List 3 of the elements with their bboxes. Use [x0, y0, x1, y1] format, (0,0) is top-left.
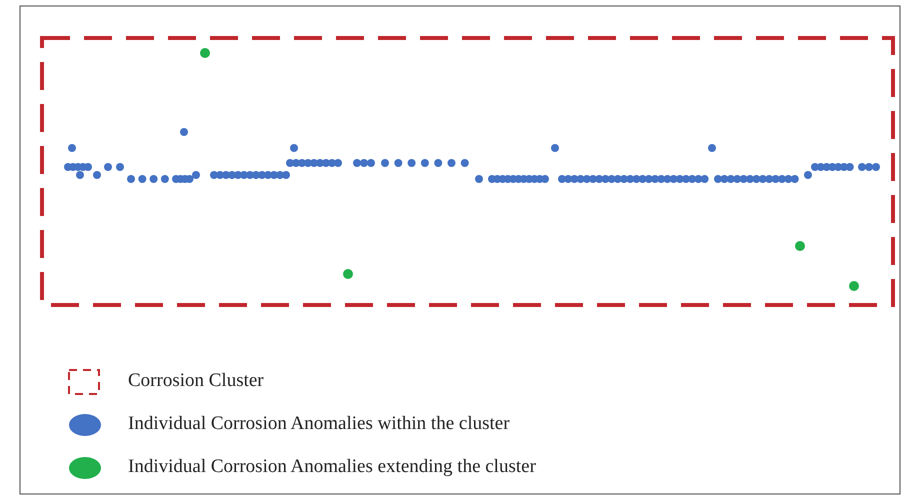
legend-text: Individual Corrosion Anomalies extending the cluster [128, 456, 536, 478]
legend-text: Corrosion Cluster [128, 370, 264, 392]
legend-text: Individual Corrosion Anomalies within the cluster [128, 413, 510, 435]
